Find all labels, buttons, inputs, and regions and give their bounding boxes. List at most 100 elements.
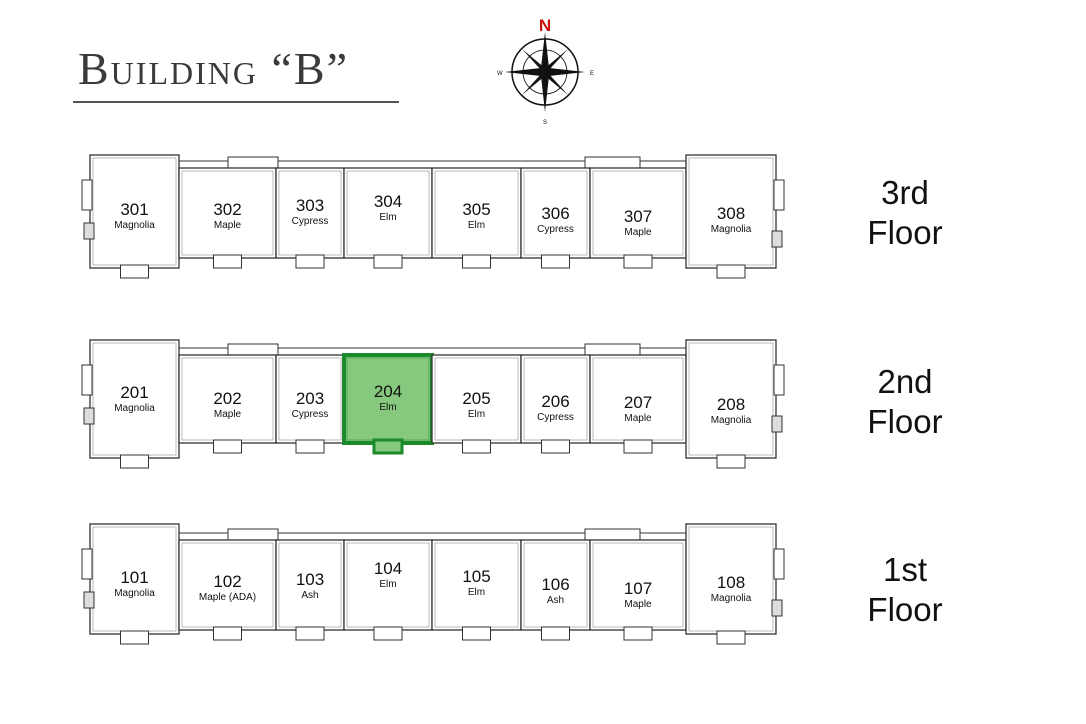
patio xyxy=(213,254,242,269)
patio xyxy=(120,264,149,279)
unit-number: 207 xyxy=(624,393,652,412)
unit-number: 307 xyxy=(624,207,652,226)
unit-number: 107 xyxy=(624,579,652,598)
unit-number: 105 xyxy=(462,567,490,586)
floor-label-3rd: 3rd Floor xyxy=(867,174,943,251)
patio xyxy=(295,254,325,269)
compass-south-label: S xyxy=(543,120,547,126)
unit-number: 102 xyxy=(213,572,241,591)
patio xyxy=(462,439,491,454)
unit-number: 306 xyxy=(541,204,569,223)
unit-number: 301 xyxy=(120,200,148,219)
patio xyxy=(716,630,746,645)
unit-type-label: Ash xyxy=(301,590,318,601)
unit-number: 104 xyxy=(374,559,402,578)
floor-label-1st: 1st Floor xyxy=(867,551,943,628)
title-underline xyxy=(73,101,399,103)
unit-outline xyxy=(685,523,777,635)
unit-type-label: Ash xyxy=(547,595,564,606)
unit-type-label: Maple xyxy=(624,413,652,424)
unit-outline xyxy=(275,167,345,259)
unit-number: 201 xyxy=(120,383,148,402)
unit-number: 208 xyxy=(717,395,745,414)
unit-type-label: Elm xyxy=(379,212,396,223)
unit-number: 304 xyxy=(374,192,402,211)
unit-outline xyxy=(685,339,777,459)
unit-outline xyxy=(178,167,277,259)
unit-outline xyxy=(431,539,522,631)
patio xyxy=(120,630,149,645)
unit-outline xyxy=(178,354,277,444)
unit-outline xyxy=(275,354,345,444)
unit-number: 302 xyxy=(213,200,241,219)
unit-type-label: Elm xyxy=(468,409,485,420)
unit-outline xyxy=(589,354,687,444)
unit-type-label: Cypress xyxy=(537,224,574,235)
unit-number: 203 xyxy=(296,389,324,408)
unit-outline xyxy=(520,167,591,259)
patio xyxy=(716,454,746,469)
unit-number: 308 xyxy=(717,204,745,223)
patio xyxy=(541,626,570,641)
unit-number: 108 xyxy=(717,573,745,592)
unit-outline xyxy=(343,167,433,259)
unit-type-label: Maple (ADA) xyxy=(199,592,256,603)
unit-number: 202 xyxy=(213,389,241,408)
patio xyxy=(295,626,325,641)
unit-outline xyxy=(520,539,591,631)
unit-type-label: Magnolia xyxy=(114,588,155,599)
unit-type-label: Magnolia xyxy=(711,415,752,426)
unit-outline xyxy=(89,339,180,459)
unit-type-label: Cypress xyxy=(292,216,329,227)
building-title: Building “B” xyxy=(78,43,349,94)
unit-number: 303 xyxy=(296,196,324,215)
unit-outline xyxy=(589,539,687,631)
unit-number: 101 xyxy=(120,568,148,587)
unit-number: 103 xyxy=(296,570,324,589)
unit-type-label: Cypress xyxy=(537,412,574,423)
unit-type-label: Elm xyxy=(468,587,485,598)
compass-east-label: E xyxy=(590,71,594,77)
unit-number: 305 xyxy=(462,200,490,219)
patio xyxy=(623,254,653,269)
patio xyxy=(373,626,403,641)
patio xyxy=(541,254,570,269)
unit-outline xyxy=(89,523,180,635)
unit-number: 204 xyxy=(374,382,402,401)
unit-type-label: Cypress xyxy=(292,409,329,420)
patio xyxy=(623,439,653,454)
patio xyxy=(372,438,404,455)
patio xyxy=(373,254,403,269)
unit-type-label: Magnolia xyxy=(711,224,752,235)
unit-type-label: Magnolia xyxy=(114,403,155,414)
compass-rose-icon: N W E S xyxy=(497,16,594,126)
unit-type-label: Elm xyxy=(379,579,396,590)
